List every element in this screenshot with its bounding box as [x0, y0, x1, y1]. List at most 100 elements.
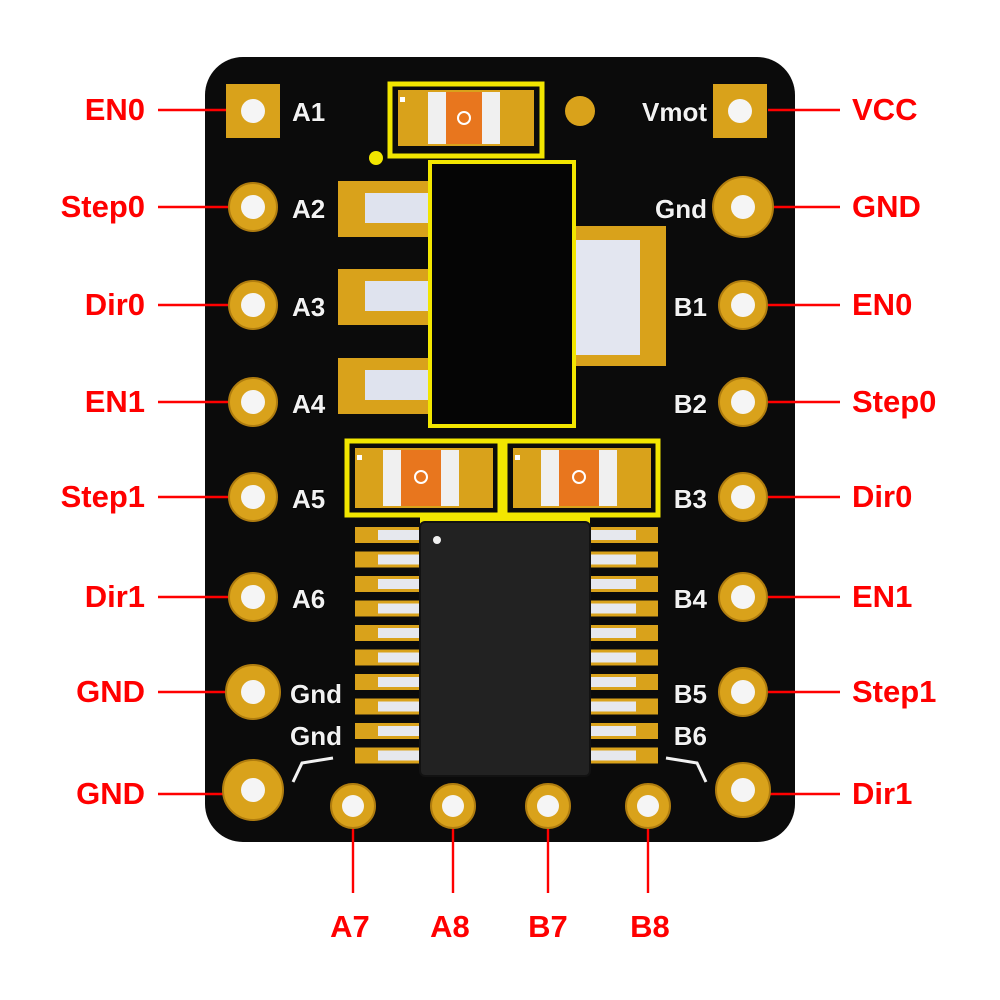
pin-label-gnd: GND: [76, 776, 145, 811]
regulator-lead: [365, 370, 435, 400]
voltage-regulator: [338, 160, 666, 428]
ic-pin: [378, 603, 426, 614]
pin-label-a8: A8: [430, 909, 470, 944]
ic-pin: [378, 677, 426, 687]
pin-label-gnd: GND: [76, 674, 145, 709]
pin-label-step0: Step0: [61, 189, 145, 224]
pad-hole: [731, 585, 755, 609]
silk-label-b5: B5: [674, 679, 707, 709]
silk-label-b3: B3: [674, 484, 707, 514]
cap-end: [541, 450, 559, 506]
silk-label-vmot: Vmot: [642, 97, 707, 127]
ic-pin: [588, 628, 636, 638]
ic-pin: [588, 554, 636, 565]
pin-label-dir1: Dir1: [85, 579, 145, 614]
pad-hole: [731, 485, 755, 509]
pad-hole: [728, 99, 752, 123]
ic-pin: [588, 677, 636, 687]
bottom-pads: [330, 783, 671, 829]
pad-hole: [731, 195, 755, 219]
middle-capacitor-left: [344, 438, 503, 518]
left-leader-lines: [158, 108, 228, 796]
pin-label-gnd: GND: [852, 189, 921, 224]
regulator-body: [428, 160, 576, 428]
silk-label-a3: A3: [292, 292, 325, 322]
pin-label-en0: EN0: [852, 287, 912, 322]
pin1-marker-dot: [369, 151, 383, 165]
pin-label-dir1: Dir1: [852, 776, 912, 811]
pad-hole: [637, 795, 659, 817]
silk-corner-mark: [291, 756, 334, 783]
ic-pin: [588, 652, 636, 663]
pin1-dot: [400, 97, 405, 102]
ic-pin: [378, 701, 426, 712]
cap-marker: [572, 470, 586, 484]
silk-label-b2: B2: [674, 389, 707, 419]
left-pads: [222, 84, 284, 821]
silk-label-a4: A4: [292, 389, 326, 419]
silk-label-b1: B1: [674, 292, 707, 322]
ic-body: [419, 521, 591, 777]
silk-label-gnd: Gnd: [655, 194, 707, 224]
cap-body: [401, 450, 441, 506]
cap-end: [482, 92, 500, 144]
regulator-lead: [365, 193, 435, 223]
cap-end: [383, 450, 401, 506]
ic-pin: [378, 750, 426, 761]
cap-body: [446, 92, 482, 144]
pin1-dot: [515, 455, 520, 460]
pad-hole: [241, 778, 265, 802]
pad-hole: [731, 778, 755, 802]
pad-hole: [731, 293, 755, 317]
ic-pin: [378, 579, 426, 589]
cap-end: [428, 92, 446, 144]
via-pad: [565, 96, 595, 126]
ic-pin: [378, 554, 426, 565]
pad-hole: [731, 390, 755, 414]
pin-label-b8: B8: [630, 909, 670, 944]
pin-label-en0: EN0: [85, 92, 145, 127]
ic-pin: [588, 750, 636, 761]
bottom-leader-lines: [351, 818, 650, 893]
ic-pin: [588, 701, 636, 712]
ic-pin: [588, 603, 636, 614]
pin-label-step1: Step1: [852, 674, 936, 709]
silk-label-b4: B4: [674, 584, 708, 614]
cap-end: [599, 450, 617, 506]
pad-hole: [537, 795, 559, 817]
pin-label-step0: Step0: [852, 384, 936, 419]
ic-pin: [378, 726, 426, 736]
component-outline: [387, 81, 545, 159]
ic-pin: [588, 530, 636, 540]
ic-pin: [588, 726, 636, 736]
ic-pin: [378, 628, 426, 638]
silk-label-a2: A2: [292, 194, 325, 224]
right-pads: [712, 84, 774, 818]
cap-marker: [457, 111, 471, 125]
pad-hole: [241, 390, 265, 414]
ic-pin: [378, 530, 426, 540]
pin-label-a7: A7: [330, 909, 370, 944]
pad-hole: [241, 293, 265, 317]
regulator-lead: [365, 281, 435, 311]
pad-hole: [731, 680, 755, 704]
ic-pin: [588, 579, 636, 589]
ic-pins-left: [355, 527, 426, 764]
pin-label-dir0: Dir0: [852, 479, 912, 514]
silk-label-a1: A1: [292, 97, 325, 127]
pin-label-step1: Step1: [61, 479, 145, 514]
regulator-tab: [568, 240, 640, 355]
pin1-dot: [357, 455, 362, 460]
ic-marker-bar: [420, 515, 590, 525]
right-leader-lines: [768, 108, 840, 796]
pin-label-b7: B7: [528, 909, 568, 944]
top-capacitor: [387, 81, 545, 159]
pad-hole: [442, 795, 464, 817]
pad-hole: [241, 195, 265, 219]
pin-label-vcc: VCC: [852, 92, 917, 127]
ic-pins-right: [588, 527, 658, 764]
silk-label-gnd: Gnd: [290, 679, 342, 709]
pad-hole: [241, 99, 265, 123]
